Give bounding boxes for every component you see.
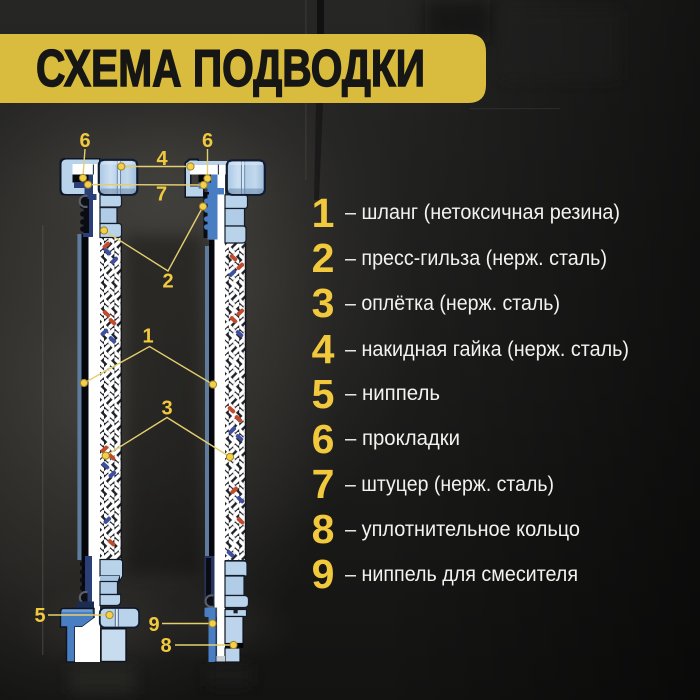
svg-text:6: 6: [312, 416, 335, 462]
svg-text:– ниппель: – ниппель: [345, 381, 440, 405]
svg-text:СХЕМА ПОДВОДКИ: СХЕМА ПОДВОДКИ: [36, 40, 425, 98]
svg-text:8: 8: [312, 506, 335, 552]
svg-text:– шланг (нетоксичная резина): – шланг (нетоксичная резина): [345, 200, 620, 224]
svg-text:6: 6: [202, 130, 213, 152]
svg-text:4: 4: [156, 148, 168, 170]
svg-text:4: 4: [312, 326, 335, 372]
svg-text:– штуцер (нерж. сталь): – штуцер (нерж. сталь): [345, 472, 554, 496]
svg-text:7: 7: [312, 461, 335, 507]
svg-text:– прокладки: – прокладки: [345, 426, 460, 450]
svg-text:9: 9: [312, 551, 335, 597]
svg-text:– уплотнительное кольцо: – уплотнительное кольцо: [345, 517, 580, 541]
svg-text:5: 5: [312, 371, 335, 417]
svg-text:8: 8: [160, 635, 171, 657]
svg-text:3: 3: [312, 280, 335, 326]
svg-text:1: 1: [312, 190, 335, 236]
svg-text:7: 7: [156, 184, 167, 206]
svg-text:2: 2: [312, 235, 335, 281]
svg-text:9: 9: [148, 614, 159, 636]
svg-text:– пресс-гильза (нерж. сталь): – пресс-гильза (нерж. сталь): [345, 246, 607, 270]
svg-text:2: 2: [162, 271, 173, 293]
svg-text:– накидная гайка (нерж. сталь): – накидная гайка (нерж. сталь): [345, 337, 629, 361]
svg-text:– оплётка (нерж. сталь): – оплётка (нерж. сталь): [345, 291, 560, 315]
svg-text:3: 3: [161, 398, 172, 420]
svg-text:1: 1: [142, 326, 153, 348]
svg-text:6: 6: [79, 130, 90, 152]
svg-text:– ниппель для смесителя: – ниппель для смесителя: [345, 562, 578, 586]
svg-text:5: 5: [34, 605, 45, 627]
